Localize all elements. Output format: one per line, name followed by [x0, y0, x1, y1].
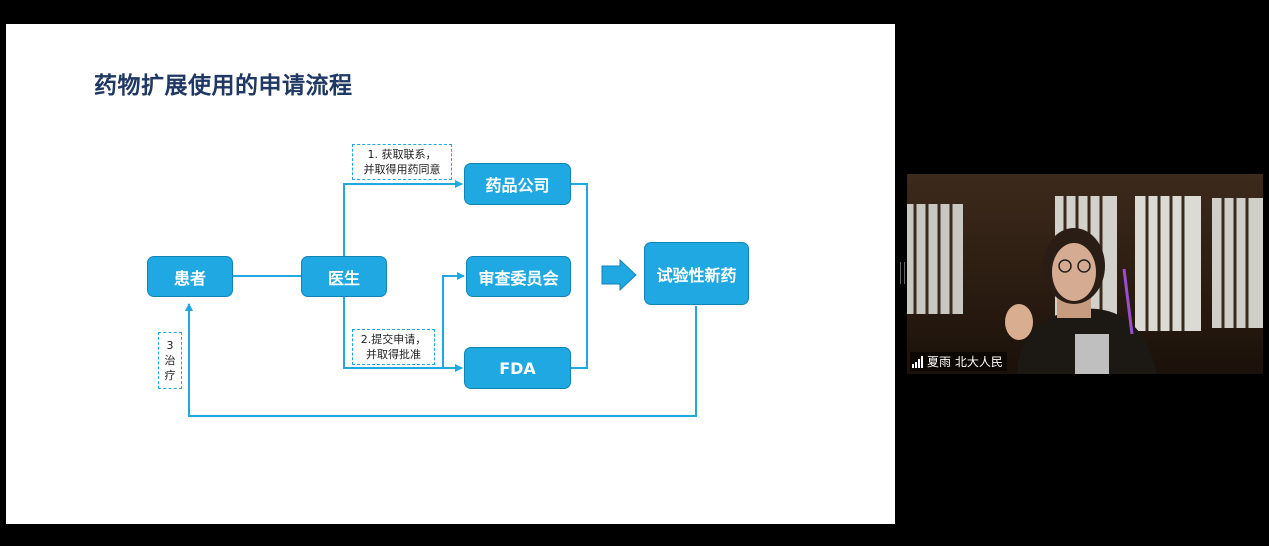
- line-branch-irb: [442, 272, 465, 368]
- node-fda: FDA: [464, 347, 571, 389]
- node-patient: 患者: [147, 256, 233, 297]
- line-doctor-pharma: [343, 180, 463, 256]
- note-step-3-line-3: 疗: [164, 369, 176, 382]
- node-pharma-company: 药品公司: [464, 163, 571, 205]
- note-step-3-line-2: 治: [164, 354, 176, 367]
- line-drug-patient: [185, 303, 697, 417]
- block-arrow-icon: [601, 258, 637, 292]
- note-step-1: 1. 获取联系， 并取得用药同意: [352, 144, 452, 180]
- note-step-2: 2.提交申请， 并取得批准: [352, 329, 435, 365]
- line-doctor-fda: [343, 297, 463, 372]
- signal-bars-icon: [912, 355, 923, 368]
- participant-name: 夏雨 北大人民: [927, 355, 1003, 369]
- note-step-2-line-2: 并取得批准: [366, 348, 421, 361]
- node-doctor: 医生: [301, 256, 387, 297]
- participant-name-tag: 夏雨 北大人民: [910, 352, 1007, 371]
- note-step-3: 3 治 疗: [158, 332, 182, 389]
- line-pharma-right: [571, 183, 588, 369]
- note-step-3-line-1: 3: [166, 339, 174, 352]
- flow-connectors: [185, 180, 697, 417]
- note-step-1-line-2: 并取得用药同意: [363, 163, 441, 176]
- split-view-handle[interactable]: [900, 262, 905, 284]
- slide-title: 药物扩展使用的申请流程: [94, 73, 353, 99]
- video-feed: [907, 196, 1263, 374]
- note-step-2-line-1: 2.提交申请，: [360, 333, 427, 346]
- note-step-1-line-1: 1. 获取联系，: [367, 148, 437, 161]
- node-investigational-drug: 试验性新药: [644, 242, 749, 305]
- participant-video[interactable]: 夏雨 北大人民: [907, 174, 1263, 374]
- node-review-committee: 审查委员会: [466, 256, 571, 297]
- presentation-slide: 药物扩展使用的申请流程 患者 医生 药品公司 审查委员会 FDA 试验性新药: [6, 24, 895, 524]
